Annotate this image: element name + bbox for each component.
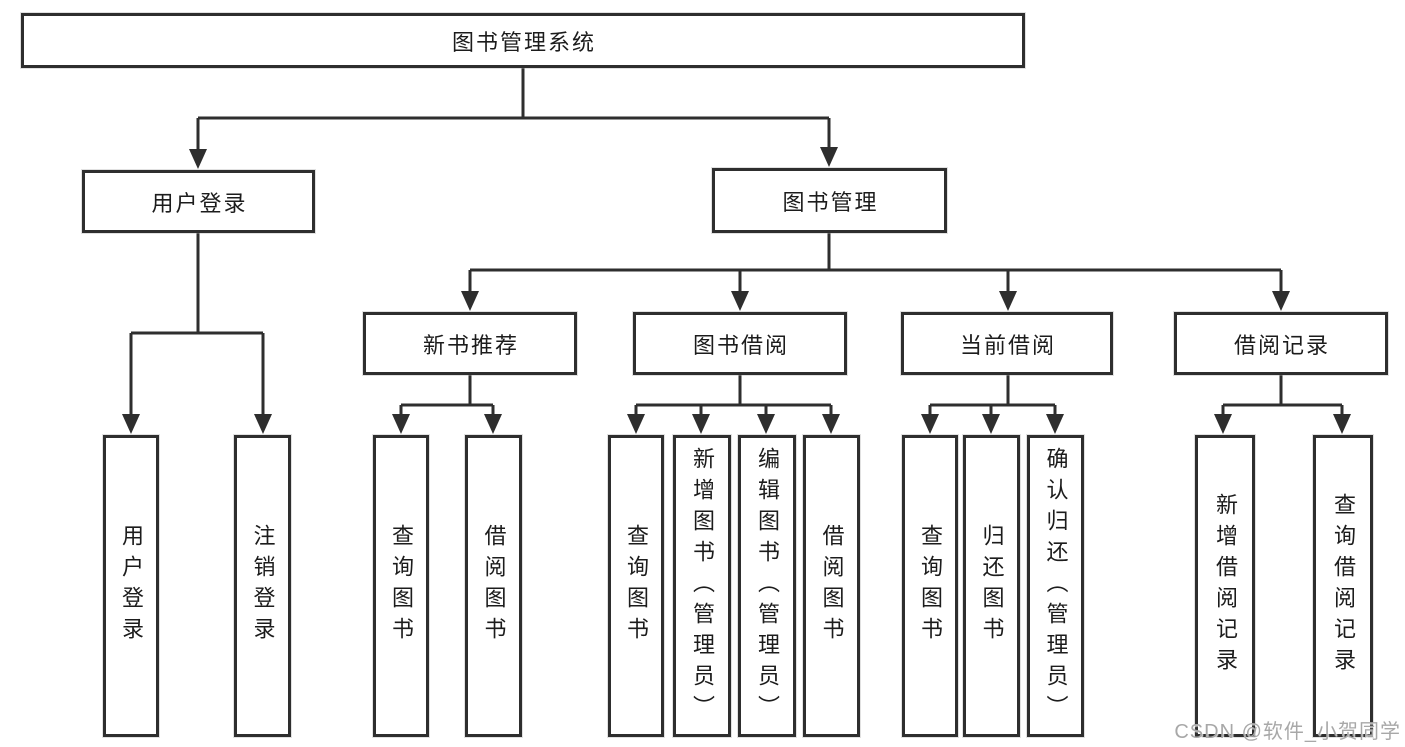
leaf-borrowing-edit-books-admin: 编辑图书（管理员） (738, 435, 796, 737)
leaf-user-login: 用户登录 (103, 435, 159, 737)
leaf-borrowing-add-books-admin: 新增图书（管理员） (673, 435, 731, 737)
leaf-label: 查询图书 (389, 524, 414, 648)
leaf-recommend-query-books: 查询图书 (373, 435, 429, 737)
node-book-management: 图书管理 (712, 168, 947, 233)
node-library-system: 图书管理系统 (21, 13, 1025, 68)
leaf-recommend-borrow-books: 借阅图书 (465, 435, 522, 737)
leaf-current-confirm-return-admin: 确认归还（管理员） (1027, 435, 1084, 737)
leaf-records-query-record: 查询借阅记录 (1313, 435, 1373, 737)
node-current-borrowing: 当前借阅 (901, 312, 1113, 375)
node-new-book-recommend: 新书推荐 (363, 312, 577, 375)
leaf-label: 编辑图书（管理员） (755, 446, 780, 726)
csdn-watermark: CSDN @软件_小贺同学 (1174, 721, 1401, 743)
leaf-records-add-record: 新增借阅记录 (1195, 435, 1255, 737)
leaf-label: 借阅图书 (481, 524, 507, 648)
leaf-label: 查询借阅记录 (1331, 493, 1356, 679)
node-book-borrowing: 图书借阅 (633, 312, 847, 375)
node-borrowing-records: 借阅记录 (1174, 312, 1388, 375)
leaf-label: 用户登录 (119, 524, 144, 648)
leaf-label: 新增图书（管理员） (690, 446, 715, 726)
leaf-label: 借阅图书 (819, 524, 845, 648)
leaf-borrowing-query-books: 查询图书 (608, 435, 664, 737)
leaf-current-return-books: 归还图书 (963, 435, 1020, 737)
leaf-label: 注销登录 (250, 524, 276, 648)
leaf-logout: 注销登录 (234, 435, 291, 737)
leaf-borrowing-borrow-books: 借阅图书 (803, 435, 860, 737)
leaf-label: 新增借阅记录 (1213, 493, 1238, 679)
arrowheads (122, 147, 1351, 434)
leaf-label: 归还图书 (979, 524, 1005, 648)
leaf-label: 查询图书 (624, 524, 649, 648)
leaf-current-query-books: 查询图书 (902, 435, 958, 737)
leaf-label: 确认归还（管理员） (1043, 446, 1069, 726)
leaf-label: 查询图书 (918, 524, 943, 648)
node-user-login: 用户登录 (82, 170, 315, 233)
